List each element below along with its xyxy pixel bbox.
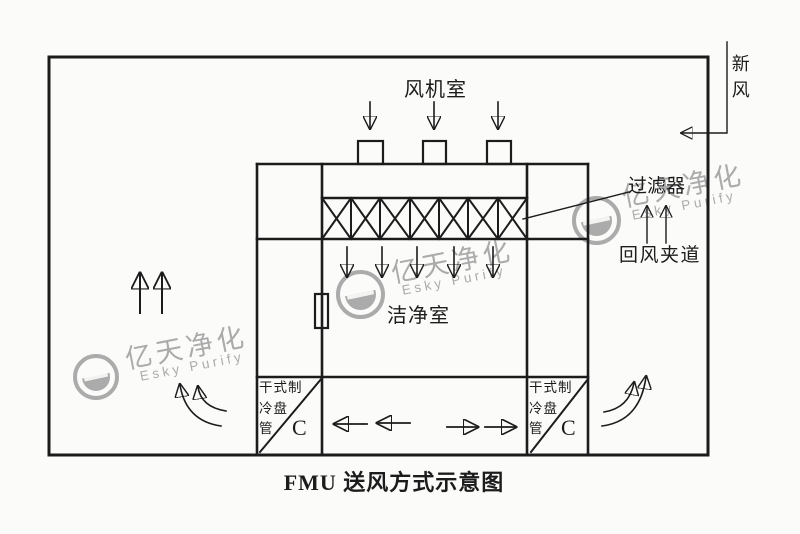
coil-line: 管	[259, 421, 274, 436]
curved-return-arrows	[180, 377, 646, 427]
cooling-coil-label-left: 干式制 冷盘 管	[259, 378, 303, 440]
cooling-coil-diagonals	[258, 376, 590, 454]
room-outline	[47, 55, 710, 457]
underfloor-flow-arrows	[335, 423, 515, 427]
filter-bank	[320, 196, 529, 241]
fan-inlet-boxes	[356, 139, 513, 166]
esky-logo-icon	[73, 354, 119, 400]
fan-room-label: 风机室	[404, 79, 467, 101]
coil-symbol-right: C	[561, 415, 576, 440]
fan-intake-arrows	[370, 101, 498, 128]
door-handle	[313, 292, 330, 330]
coil-line: 管	[529, 421, 544, 436]
fresh-air-label: 新风	[729, 54, 750, 106]
fresh-air-duct-arrow	[682, 41, 728, 133]
return-air-passage-label: 回风夹道	[619, 245, 702, 266]
supply-air-arrows	[347, 246, 493, 276]
filter-label: 过滤器	[628, 176, 686, 197]
coil-line: 干式制	[529, 380, 573, 395]
coil-line: 干式制	[259, 380, 303, 395]
air-handling-unit-walls	[255, 162, 590, 457]
cooling-coil-label-right: 干式制 冷盘 管	[529, 378, 573, 440]
clean-room-label: 洁净室	[387, 305, 450, 327]
coil-line: 冷盘	[259, 400, 288, 416]
left-return-arrows	[140, 274, 162, 314]
esky-logo-icon	[336, 270, 385, 319]
filter-pointer-line	[522, 191, 630, 220]
coil-line: 冷盘	[529, 400, 558, 416]
esky-logo-icon	[572, 196, 621, 245]
diagram-caption: FMU 送风方式示意图	[283, 470, 505, 495]
right-return-arrows	[647, 207, 666, 244]
coil-symbol-left: C	[292, 415, 307, 440]
